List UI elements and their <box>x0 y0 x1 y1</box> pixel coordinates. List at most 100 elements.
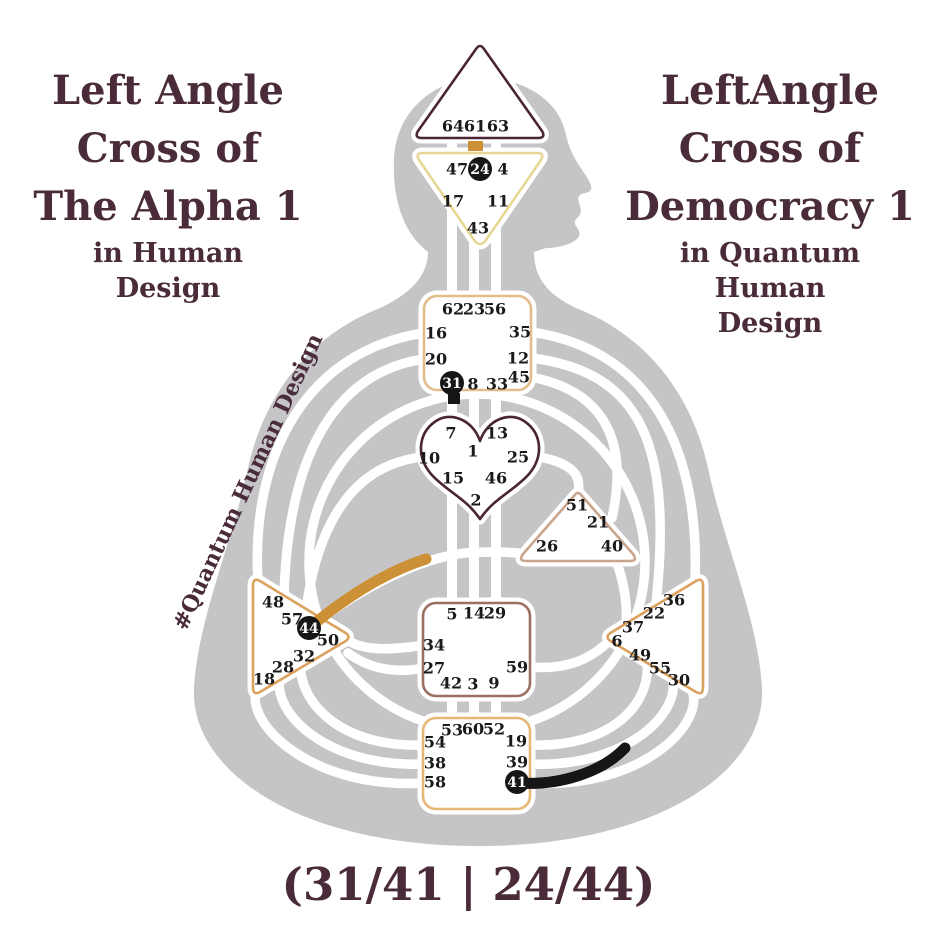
gate-64-label: 64 <box>442 117 464 136</box>
gate-44: 44 <box>297 616 321 640</box>
left-title-line: The Alpha 1 <box>33 183 303 230</box>
gate-7-label: 7 <box>445 424 456 443</box>
gate-55: 55 <box>649 659 671 678</box>
gate-51-label: 51 <box>566 496 588 515</box>
gate-35: 35 <box>509 323 531 342</box>
gate-39: 39 <box>506 753 528 772</box>
gate-21-label: 21 <box>587 513 609 532</box>
gate-35-label: 35 <box>509 323 531 342</box>
left-title-line: Left Angle <box>52 67 284 114</box>
gate-13: 13 <box>486 424 508 443</box>
gate-47: 47 <box>446 160 468 179</box>
solar-plexus-center <box>606 578 705 695</box>
gate-20: 20 <box>425 350 447 369</box>
gate-30: 30 <box>668 671 690 690</box>
gate-31-personality-mark <box>448 393 460 404</box>
gate-6-label: 6 <box>611 632 622 651</box>
gate-5-label: 5 <box>446 605 457 624</box>
gate-32: 32 <box>293 647 315 666</box>
gate-62: 62 <box>442 300 464 319</box>
gate-13-label: 13 <box>486 424 508 443</box>
right-title-subtitle: Human <box>714 273 826 304</box>
gate-46-label: 46 <box>485 469 507 488</box>
right-title-line: LeftAngle <box>661 67 879 114</box>
gate-59: 59 <box>506 658 528 677</box>
gate-49: 49 <box>629 646 651 665</box>
gate-38-label: 38 <box>424 754 446 773</box>
gate-16: 16 <box>425 324 447 343</box>
gate-17: 17 <box>442 192 464 211</box>
gate-55-label: 55 <box>649 659 671 678</box>
gate-31-dot <box>440 371 464 395</box>
throat-center <box>422 294 533 392</box>
gate-33: 33 <box>486 375 508 394</box>
gate-33-label: 33 <box>486 375 508 394</box>
gate-41-dot <box>505 770 529 794</box>
gate-24-label: 24 <box>470 162 490 178</box>
gate-6: 6 <box>611 632 622 651</box>
gate-61-24-design-mark <box>468 141 483 151</box>
ajna-center <box>416 151 544 246</box>
gate-14: 14 <box>463 604 485 623</box>
gate-49-label: 49 <box>629 646 651 665</box>
gate-20-label: 20 <box>425 350 447 369</box>
gate-26: 26 <box>536 537 558 556</box>
left-cross-title: Left Angle Cross of The Alpha 1 in Human… <box>16 62 320 306</box>
gate-15: 15 <box>442 469 464 488</box>
gate-16-label: 16 <box>425 324 447 343</box>
sacral-center <box>421 601 532 698</box>
gate-53-label: 53 <box>441 721 463 740</box>
g-center <box>419 415 541 521</box>
gate-58-label: 58 <box>424 773 446 792</box>
gate-40-label: 40 <box>601 537 623 556</box>
gate-27-label: 27 <box>423 659 445 678</box>
gate-4: 4 <box>497 160 508 179</box>
gate-52: 52 <box>483 720 505 739</box>
gate-9-label: 9 <box>488 674 499 693</box>
channel-44-26-design-segment <box>303 553 432 634</box>
gate-22: 22 <box>643 604 665 623</box>
gate-14-label: 14 <box>463 604 485 623</box>
gate-50-label: 50 <box>317 631 339 650</box>
gate-56-label: 56 <box>484 300 506 319</box>
gate-47-label: 47 <box>446 160 468 179</box>
gate-11: 11 <box>487 192 509 211</box>
gate-56: 56 <box>484 300 506 319</box>
gate-54-label: 54 <box>424 733 446 752</box>
gate-31-label: 31 <box>442 376 461 392</box>
gate-44-label: 44 <box>299 621 319 637</box>
gate-17-label: 17 <box>442 192 464 211</box>
gate-19: 19 <box>505 732 527 751</box>
gate-27: 27 <box>423 659 445 678</box>
gate-5: 5 <box>446 605 457 624</box>
gate-18: 18 <box>253 670 275 689</box>
gate-61: 61 <box>464 117 486 136</box>
gate-31: 31 <box>440 371 464 395</box>
gate-57-label: 57 <box>281 610 303 629</box>
gate-22-label: 22 <box>643 604 665 623</box>
cross-notation: (31/41 | 24/44) <box>281 858 656 911</box>
gate-1-label: 1 <box>467 442 478 461</box>
right-title-line: Cross of <box>678 125 862 172</box>
left-title-subtitle: Design <box>115 273 221 304</box>
gate-36: 36 <box>663 591 685 610</box>
gate-53: 53 <box>441 721 463 740</box>
gate-32-label: 32 <box>293 647 315 666</box>
gate-30-label: 30 <box>668 671 690 690</box>
gate-51: 51 <box>566 496 588 515</box>
gate-36-label: 36 <box>663 591 685 610</box>
gate-42-label: 42 <box>440 674 462 693</box>
centers <box>247 40 709 815</box>
gate-4-label: 4 <box>497 160 508 179</box>
root-center <box>421 716 532 811</box>
gate-24-dot <box>468 157 492 181</box>
gate-7: 7 <box>445 424 456 443</box>
gate-24: 24 <box>468 157 492 181</box>
channel-41-30-personality-segment <box>511 742 631 789</box>
gate-21: 21 <box>587 513 609 532</box>
gate-48: 48 <box>262 593 284 612</box>
gate-2: 2 <box>470 491 481 510</box>
gate-45: 45 <box>508 368 530 387</box>
